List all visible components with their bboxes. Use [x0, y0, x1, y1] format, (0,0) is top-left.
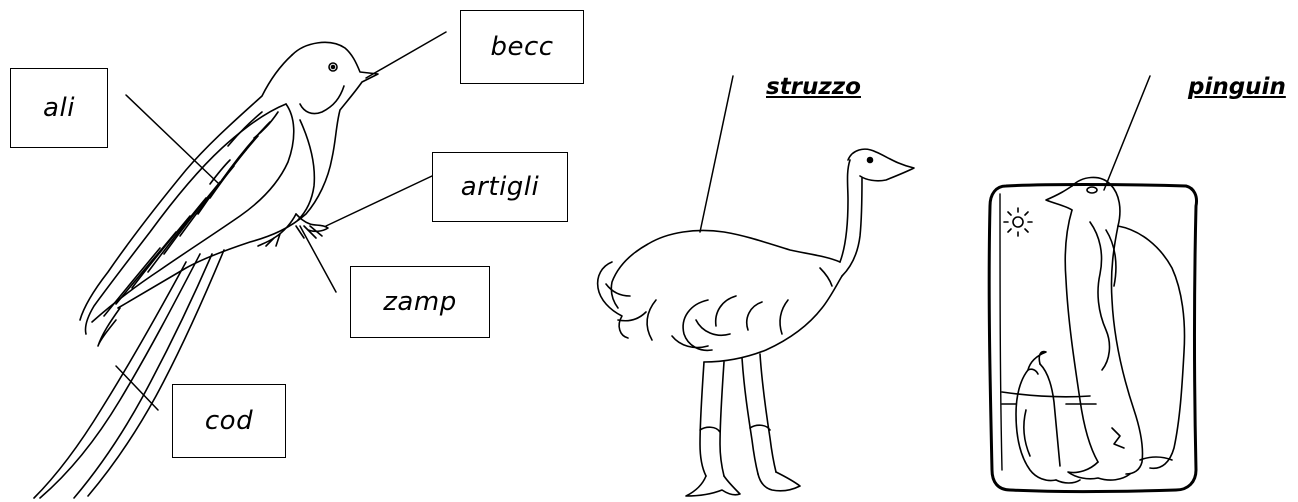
swallow-leader-lines: [115, 31, 447, 411]
label-box-becc: becc: [460, 10, 584, 84]
leader-artigli: [325, 175, 433, 227]
label-cod: cod: [204, 406, 254, 436]
label-box-ali: ali: [10, 68, 108, 148]
label-box-artigli: artigli: [432, 152, 568, 222]
swallow-drawing: [33, 41, 379, 499]
leader-zamp: [299, 225, 337, 293]
label-ali: ali: [43, 93, 75, 123]
label-artigli: artigli: [460, 172, 540, 202]
penguin-drawing: [987, 176, 1198, 493]
label-becc: becc: [490, 32, 554, 62]
label-box-zamp: zamp: [350, 266, 490, 338]
leader-pinguin: [1103, 75, 1151, 191]
label-zamp: zamp: [383, 287, 457, 317]
leader-cod: [115, 365, 159, 411]
leader-becc: [365, 31, 447, 79]
title-struzzo: struzzo: [766, 74, 861, 100]
label-box-cod: cod: [172, 384, 286, 458]
leader-ali: [125, 94, 219, 184]
ostrich-drawing: [596, 148, 915, 497]
title-pinguin: pinguin: [1188, 74, 1286, 100]
leader-struzzo: [699, 75, 734, 233]
